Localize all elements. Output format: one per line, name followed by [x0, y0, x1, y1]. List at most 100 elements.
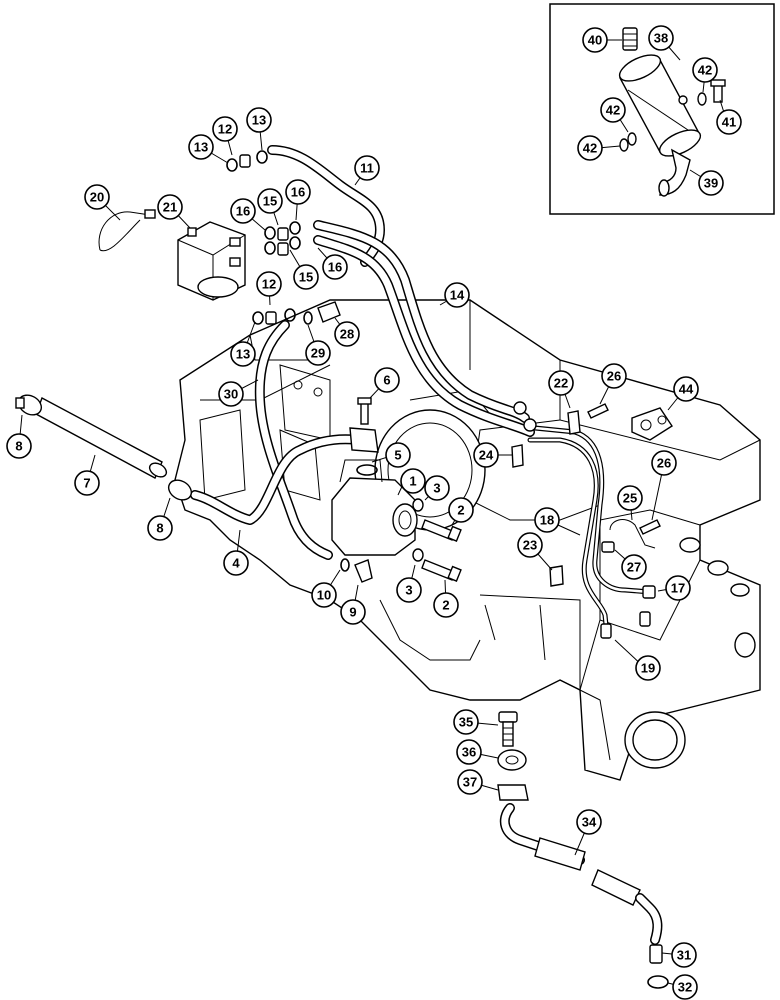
callout-34: 34: [576, 809, 602, 835]
svg-text:40: 40: [588, 33, 602, 48]
svg-text:8: 8: [156, 521, 163, 536]
svg-text:25: 25: [623, 491, 637, 506]
callout-37: 37: [457, 769, 483, 795]
svg-text:24: 24: [479, 448, 494, 463]
pipe-clip: [567, 410, 581, 435]
callout-10: 10: [311, 582, 337, 608]
hose-34: [499, 803, 663, 945]
pipe-clip: [511, 444, 524, 468]
adapter-fittings: [497, 711, 669, 989]
callout-15: 15: [257, 188, 283, 214]
svg-text:30: 30: [224, 387, 238, 402]
washer: [627, 132, 637, 146]
callout-8: 8: [6, 433, 32, 459]
washer: [619, 138, 629, 152]
svg-text:5: 5: [394, 448, 401, 463]
callout-7: 7: [74, 470, 100, 496]
callout-15: 15: [293, 264, 319, 290]
callout-41: 41: [716, 109, 742, 135]
steering-control-valve: [177, 221, 246, 301]
svg-text:29: 29: [311, 346, 325, 361]
callout-36: 36: [456, 739, 482, 765]
hose-clamp: [167, 479, 193, 501]
callout-8: 8: [147, 515, 173, 541]
svg-text:28: 28: [340, 327, 354, 342]
callout-40: 40: [582, 27, 608, 53]
callout-28: 28: [334, 321, 360, 347]
svg-text:42: 42: [583, 141, 597, 156]
svg-text:3: 3: [433, 481, 440, 496]
callout-2: 2: [448, 497, 474, 523]
pipe-18: [527, 437, 609, 628]
callout-32: 32: [672, 974, 698, 1000]
svg-text:2: 2: [442, 598, 449, 613]
svg-text:13: 13: [194, 140, 208, 155]
callout-44: 44: [673, 376, 699, 402]
callout-18: 18: [534, 507, 560, 533]
valve-fittings: [226, 150, 341, 325]
double-clamp: [631, 407, 673, 441]
callout-13: 13: [230, 341, 256, 367]
callout-3: 3: [424, 475, 450, 501]
callout-29: 29: [305, 340, 331, 366]
svg-text:9: 9: [349, 605, 356, 620]
elbow-fitting: [340, 558, 373, 583]
callout-1: 1: [400, 468, 426, 494]
bolt: [710, 79, 726, 103]
callout-11: 11: [354, 155, 380, 181]
svg-text:10: 10: [317, 588, 331, 603]
svg-text:19: 19: [641, 661, 655, 676]
callout-39: 39: [698, 170, 724, 196]
svg-text:41: 41: [722, 115, 736, 130]
oil-filter-cylinder: [618, 54, 702, 157]
svg-text:39: 39: [704, 176, 718, 191]
callout-26: 26: [651, 450, 677, 476]
callout-42: 42: [600, 97, 626, 123]
svg-text:13: 13: [252, 113, 266, 128]
svg-text:15: 15: [263, 194, 277, 209]
hose-30: [254, 320, 333, 560]
svg-text:42: 42: [698, 63, 712, 78]
pipe-fittings: [513, 401, 656, 639]
callout-38: 38: [648, 25, 674, 51]
callout-14: 14: [444, 282, 470, 308]
callout-20: 20: [84, 184, 110, 210]
svg-text:13: 13: [236, 347, 250, 362]
svg-text:35: 35: [459, 715, 473, 730]
svg-text:16: 16: [328, 260, 342, 275]
svg-text:16: 16: [291, 185, 305, 200]
callout-21: 21: [157, 194, 183, 220]
washer: [412, 548, 424, 562]
callout-12: 12: [256, 271, 282, 297]
svg-text:11: 11: [360, 161, 374, 176]
callout-25: 25: [617, 485, 643, 511]
callout-17: 17: [665, 575, 691, 601]
callout-16: 16: [230, 198, 256, 224]
callout-42: 42: [692, 57, 718, 83]
top-fitting: [622, 27, 638, 51]
bolt: [639, 519, 661, 535]
svg-text:34: 34: [582, 815, 597, 830]
callout-13: 13: [188, 134, 214, 160]
svg-text:2: 2: [457, 503, 464, 518]
pipe-4: [190, 434, 363, 525]
callout-31: 31: [671, 942, 697, 968]
washer: [412, 498, 424, 512]
callout-5: 5: [385, 442, 411, 468]
svg-text:18: 18: [540, 513, 554, 528]
callout-26: 26: [601, 363, 627, 389]
svg-text:32: 32: [678, 980, 692, 995]
svg-text:6: 6: [383, 373, 390, 388]
svg-text:16: 16: [236, 204, 250, 219]
callout-9: 9: [340, 599, 366, 625]
callout-23: 23: [517, 532, 543, 558]
svg-text:14: 14: [450, 288, 465, 303]
svg-text:36: 36: [462, 745, 476, 760]
hose-7: [35, 397, 168, 479]
svg-text:22: 22: [554, 376, 568, 391]
callout-35: 35: [453, 709, 479, 735]
svg-text:31: 31: [677, 948, 691, 963]
callout-6: 6: [374, 367, 400, 393]
washer: [697, 92, 707, 106]
pipe-clip: [549, 565, 564, 587]
